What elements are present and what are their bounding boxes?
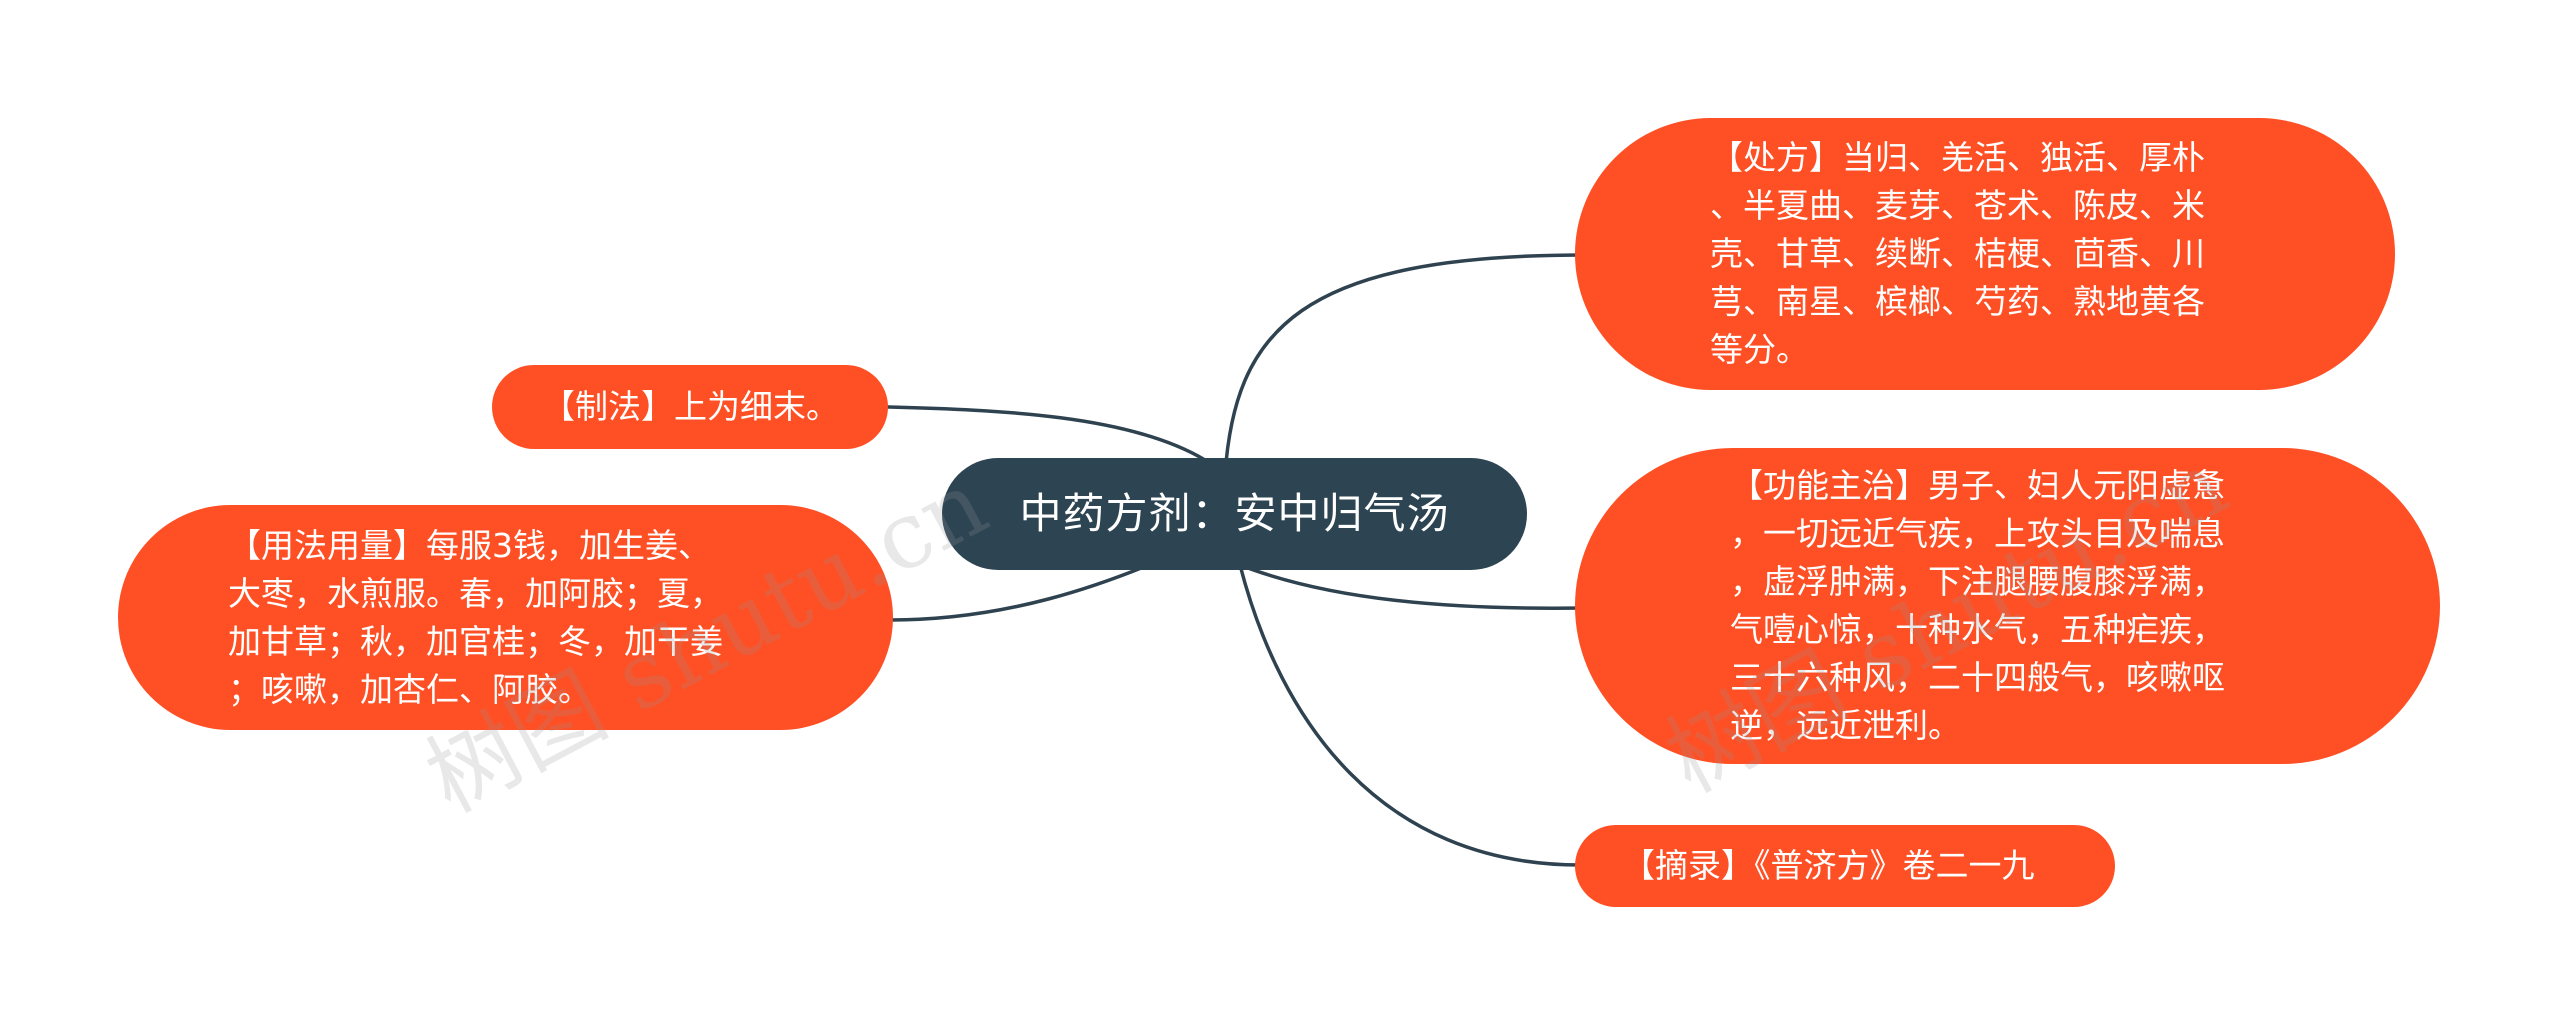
node-yongfa[interactable]: 【用法用量】每服3钱，加生姜、 大枣，水煎服。春，加阿胶；夏， 加甘草；秋，加官… — [118, 505, 893, 730]
root-title: 中药方剂：安中归气汤 — [1019, 489, 1450, 538]
connector-to-zhailu — [1238, 563, 1582, 867]
node-gongneng-text: 【功能主治】男子、妇人元阳虚惫 ，一切远近气疾，上攻头目及喘息 ，虚浮肿满，下注… — [1730, 466, 2225, 745]
node-zhifa[interactable]: 【制法】上为细末。 — [492, 365, 888, 449]
node-zhifa-text: 【制法】上为细末。 — [542, 387, 839, 426]
node-chufang-text: 【处方】当归、羌活、独活、厚朴 、半夏曲、麦芽、苍术、陈皮、米 壳、甘草、续断、… — [1710, 138, 2205, 369]
connector-to-zhifa — [886, 405, 1207, 462]
connector-to-chufang — [1223, 253, 1587, 477]
node-zhailu-text: 【摘录】《普济方》卷二一九 — [1622, 846, 2035, 885]
root-node[interactable]: 中药方剂：安中归气汤 — [942, 458, 1527, 570]
node-zhailu[interactable]: 【摘录】《普济方》卷二一九 — [1575, 825, 2115, 907]
node-yongfa-text: 【用法用量】每服3钱，加生姜、 大枣，水煎服。春，加阿胶；夏， 加甘草；秋，加官… — [228, 525, 723, 709]
connector-to-gongneng — [1238, 563, 1587, 610]
node-gongneng[interactable]: 【功能主治】男子、妇人元阳虚惫 ，一切远近气疾，上攻头目及喘息 ，虚浮肿满，下注… — [1575, 448, 2440, 764]
node-chufang[interactable]: 【处方】当归、羌活、独活、厚朴 、半夏曲、麦芽、苍术、陈皮、米 壳、甘草、续断、… — [1575, 118, 2395, 390]
